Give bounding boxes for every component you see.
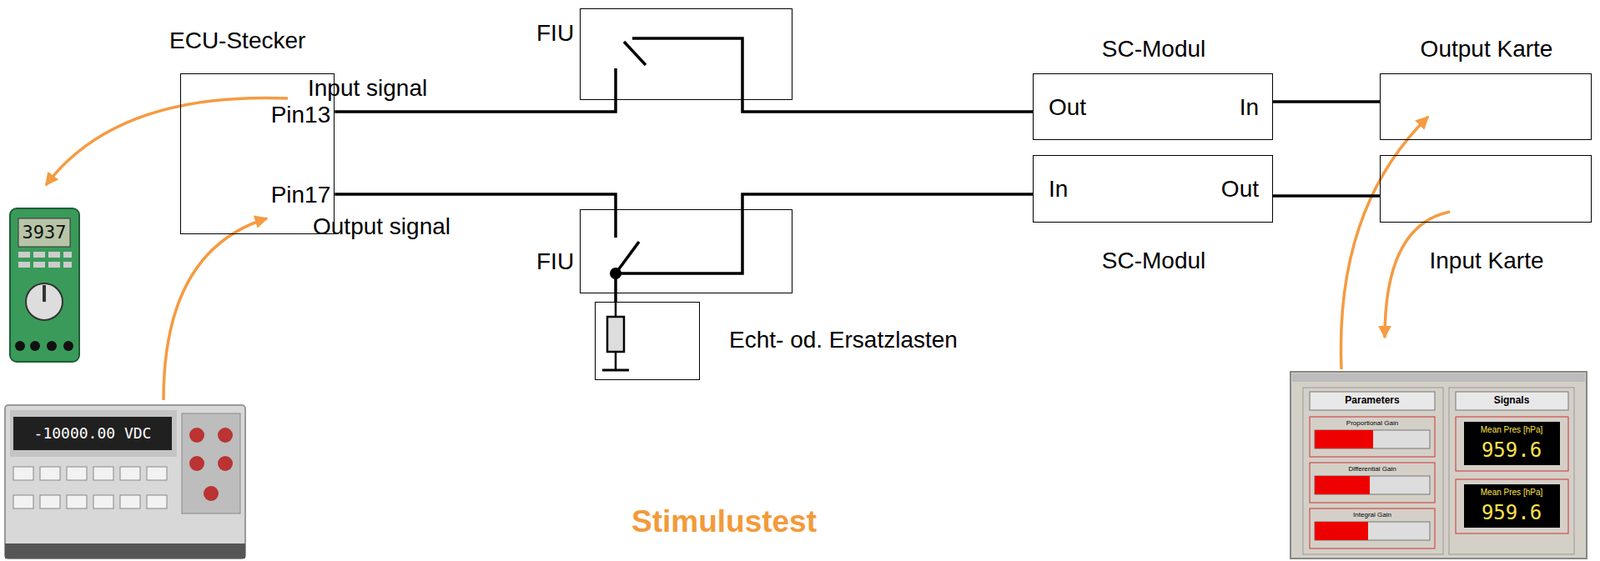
junction-dot bbox=[609, 267, 622, 280]
software-window-picture bbox=[1290, 372, 1587, 559]
box-heading: FIU bbox=[536, 20, 574, 47]
box-heading: Input Karte bbox=[1429, 247, 1545, 275]
card-box: Output Karte bbox=[1379, 73, 1592, 141]
display-label: Mean Pres [hPa] bbox=[1480, 425, 1543, 436]
slider-label: Differential Gain bbox=[1348, 465, 1396, 473]
display-reading: 959.6 bbox=[1481, 502, 1542, 526]
wire bbox=[1272, 100, 1380, 104]
display-reading: -10000.00 VDC bbox=[34, 425, 152, 443]
load-box: Echt- od. Ersatzlasten bbox=[594, 301, 700, 381]
signal-name: Input signal bbox=[307, 75, 428, 102]
wire bbox=[1272, 194, 1380, 198]
port-name: In bbox=[1048, 176, 1068, 203]
pointer-arrow bbox=[45, 97, 1450, 401]
wire bbox=[613, 293, 618, 302]
box-heading: SC-Modul bbox=[1101, 35, 1206, 63]
box-heading: Echt- od. Ersatzlasten bbox=[729, 327, 958, 354]
module-box: SC-ModulInOut bbox=[1032, 155, 1273, 223]
wire bbox=[334, 100, 616, 112]
display-label: Mean Pres [hPa] bbox=[1480, 488, 1543, 499]
slider-label: Integral Gain bbox=[1353, 511, 1392, 519]
bench-dmm-picture bbox=[5, 405, 246, 559]
box-heading: Output Karte bbox=[1420, 35, 1554, 63]
slider-label: Proportional Gain bbox=[1346, 419, 1399, 428]
module-box: SC-ModulOutIn bbox=[1032, 73, 1273, 141]
port-name: In bbox=[1239, 94, 1259, 121]
multimeter-picture bbox=[10, 208, 80, 363]
resistor-symbol bbox=[602, 301, 629, 371]
signal-name: Output signal bbox=[312, 213, 451, 241]
port-name: Out bbox=[1221, 176, 1259, 203]
display-reading: 3937 bbox=[22, 221, 67, 243]
box-heading: ECU-Stecker bbox=[169, 27, 306, 55]
fiu-box: FIU bbox=[579, 8, 793, 101]
display-reading: 959.6 bbox=[1481, 439, 1542, 463]
box-heading: FIU bbox=[536, 248, 574, 276]
pin-name: Pin13 bbox=[271, 101, 332, 129]
port-name: Out bbox=[1048, 94, 1087, 121]
wire bbox=[334, 194, 616, 210]
box-heading: SC-Modul bbox=[1101, 247, 1206, 275]
pin-name: Pin17 bbox=[271, 181, 332, 209]
wire bbox=[742, 100, 1033, 112]
fiu-switch bbox=[615, 209, 743, 294]
fiu-switch bbox=[615, 38, 743, 101]
fiu-box: FIU bbox=[579, 209, 793, 294]
caption: Stimulustest bbox=[631, 504, 817, 541]
panel-heading: Parameters bbox=[1344, 395, 1399, 408]
panel-heading: Signals bbox=[1494, 395, 1530, 408]
wire bbox=[742, 194, 1033, 210]
card-box: Input Karte bbox=[1379, 155, 1592, 223]
